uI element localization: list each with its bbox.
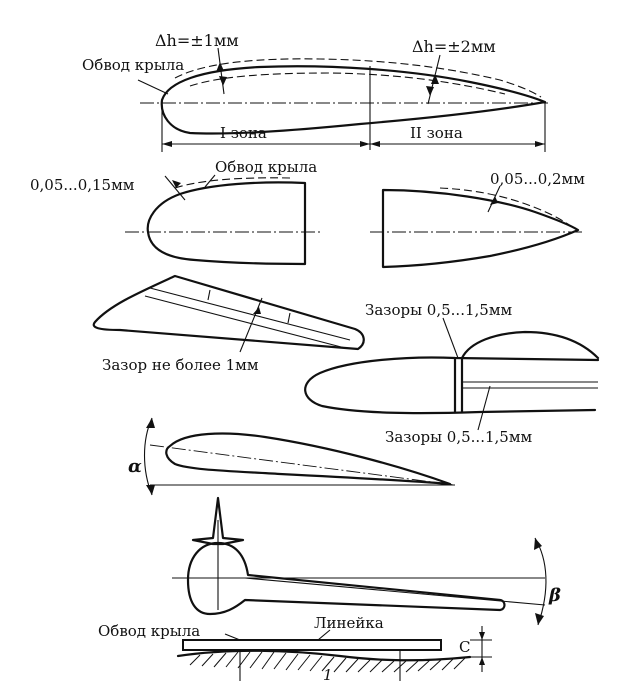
arrow-icon xyxy=(535,613,544,625)
tol-leading-leader xyxy=(164,175,186,201)
flap-hinge-line-2 xyxy=(144,295,346,349)
gap-max-leader xyxy=(239,297,263,353)
wing-panel-outline xyxy=(92,274,365,351)
fuselage-beta-figure: β xyxy=(172,496,561,626)
c-dimension-label: C xyxy=(459,638,470,656)
arrow-icon xyxy=(370,141,380,147)
arrow-icon xyxy=(216,62,224,72)
tol-leading-label: 0,05...0,15мм xyxy=(30,176,135,194)
arrow-icon xyxy=(219,76,227,86)
ruler-label: Линейка xyxy=(314,614,384,632)
arrow-icon xyxy=(146,418,155,428)
contour-bottom-leader xyxy=(224,633,241,641)
gaps-bottom-label: Зазоры 0,5...1,5мм xyxy=(385,428,532,446)
zone2-label: II зона xyxy=(410,124,463,142)
gap-max-label: Зазор не более 1мм xyxy=(102,356,259,374)
arrow-icon xyxy=(431,74,439,84)
tail-fin-outline xyxy=(191,496,245,546)
arrow-icon xyxy=(360,141,370,147)
incidence-airfoil-profile xyxy=(165,432,452,486)
dh-zone1-label: Δh=±1мм xyxy=(155,31,239,50)
gaps-top-leader xyxy=(442,317,459,359)
callout-1-label: 1 xyxy=(323,666,333,681)
alpha-arc xyxy=(143,417,153,496)
airfoil-chord-center-line xyxy=(149,444,456,486)
beta-arc xyxy=(534,537,547,626)
arrow-icon xyxy=(426,86,434,96)
surface-hatching xyxy=(189,651,467,673)
contour-mid-leader xyxy=(204,174,216,188)
airfoil-zones-figure: Δh=±1мм Δh=±2мм Обвод крыла I зона II зо… xyxy=(82,31,548,152)
zone1-label: I зона xyxy=(220,124,267,142)
trailing-edge-profile xyxy=(381,188,580,269)
surface-contour xyxy=(176,649,472,662)
arrow-icon xyxy=(490,196,498,205)
incidence-angle-figure: α xyxy=(128,417,456,496)
rib-line xyxy=(287,312,291,324)
gaps-bottom-leader xyxy=(477,385,491,431)
leading-edge-dashed xyxy=(174,177,291,189)
tol-trailing-label: 0,05...0,2мм xyxy=(490,170,585,188)
edge-tolerance-figure: 0,05...0,15мм Обвод крыла 0,05...0,2мм xyxy=(30,158,585,269)
arrow-icon xyxy=(534,538,542,550)
flap-hinge-line xyxy=(149,287,351,341)
wing-gaps-figure: Зазор не более 1мм Зазоры 0,5...1,5мм За… xyxy=(92,274,600,446)
airfoil-tolerance-dashed-inner xyxy=(189,72,506,95)
gaps-top-label: Зазоры 0,5...1,5мм xyxy=(365,301,512,319)
arrow-icon xyxy=(535,141,545,147)
trailing-edge-dashed xyxy=(439,187,576,230)
arrow-icon xyxy=(162,141,172,147)
leading-edge-profile xyxy=(146,181,307,266)
ruler-bar xyxy=(182,639,442,651)
ruler-check-figure: Линейка Обвод крыла C 1 xyxy=(98,614,492,681)
slat-section-outline xyxy=(304,356,600,415)
arrow-icon xyxy=(172,180,181,188)
beta-label: β xyxy=(548,585,561,606)
dh-zone2-label: Δh=±2мм xyxy=(412,37,496,56)
slat-upper-outline xyxy=(460,330,600,360)
rib-line xyxy=(207,289,211,301)
contour-top-leader xyxy=(137,79,169,95)
ruler-leader xyxy=(317,629,331,641)
arrow-icon xyxy=(479,632,485,640)
contour-top-label: Обвод крыла xyxy=(82,56,184,74)
arrow-icon xyxy=(146,485,155,495)
airfoil-tolerance-dashed-outer xyxy=(174,58,542,98)
fuselage-wing-outline xyxy=(186,541,506,616)
alpha-label: α xyxy=(128,456,142,477)
contour-mid-label: Обвод крыла xyxy=(215,158,317,176)
arrow-icon xyxy=(253,307,261,314)
arrow-icon xyxy=(479,657,485,665)
contour-bottom-label: Обвод крыла xyxy=(98,622,200,640)
